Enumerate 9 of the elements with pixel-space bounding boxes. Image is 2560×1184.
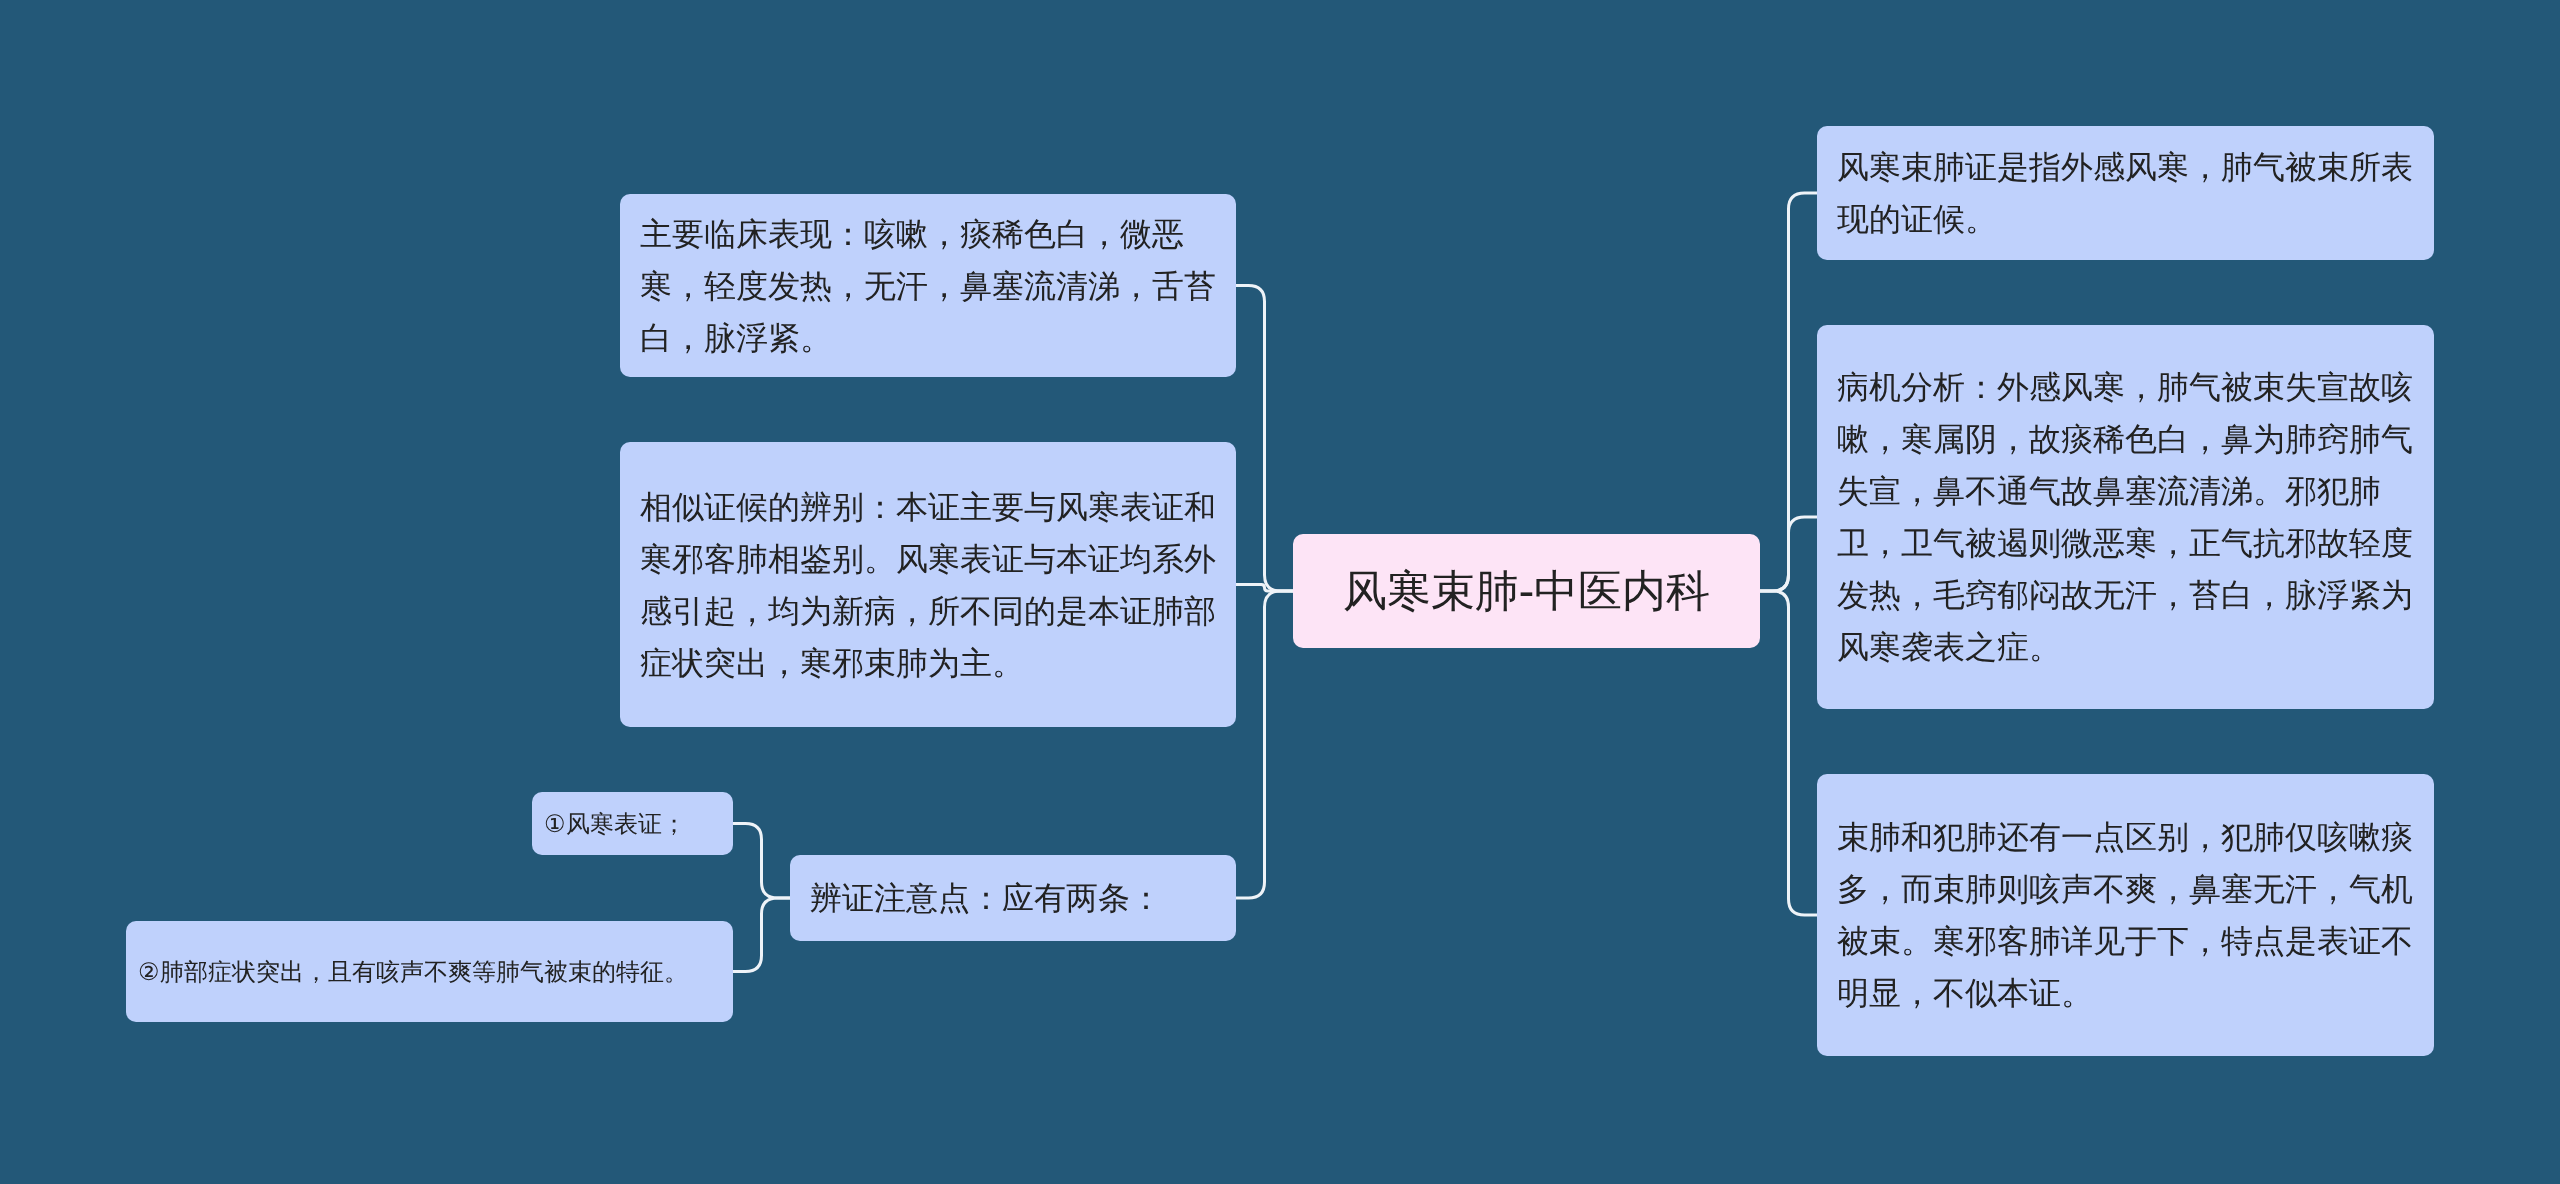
topic-box: 主要临床表现：咳嗽，痰稀色白，微恶寒，轻度发热，无汗，鼻塞流清涕，舌苔白，脉浮紧。	[620, 194, 1236, 377]
topic-box: ②肺部症状突出，且有咳声不爽等肺气被束的特征。	[126, 921, 733, 1022]
topic-box: 相似证候的辨别：本证主要与风寒表证和寒邪客肺相鉴别。风寒表证与本证均系外感引起，均为新病，所不同的是本证肺部症状突出，寒邪束肺为主。	[620, 442, 1236, 727]
central-topic-box: 风寒束肺-中医内科	[1293, 534, 1760, 648]
topic-box: ①风寒表证；	[532, 792, 733, 855]
topic-box: 束肺和犯肺还有一点区别，犯肺仅咳嗽痰多，而束肺则咳声不爽，鼻塞无汗，气机被束。寒邪客肺详见于下，特点是表证不明显，不似本证。	[1817, 774, 2434, 1056]
topic-box: 病机分析：外感风寒，肺气被束失宣故咳嗽，寒属阴，故痰稀色白，鼻为肺窍肺气失宣，鼻不通气故鼻塞流清涕。邪犯肺卫，卫气被遏则微恶寒，正气抗邪故轻度发热，毛窍郁闷故无汗，苔白，脉浮紧为风寒袭表之症。	[1817, 325, 2434, 709]
topic-box: 风寒束肺证是指外感风寒，肺气被束所表现的证候。	[1817, 126, 2434, 260]
topic-box: 辨证注意点：应有两条：	[790, 855, 1236, 941]
